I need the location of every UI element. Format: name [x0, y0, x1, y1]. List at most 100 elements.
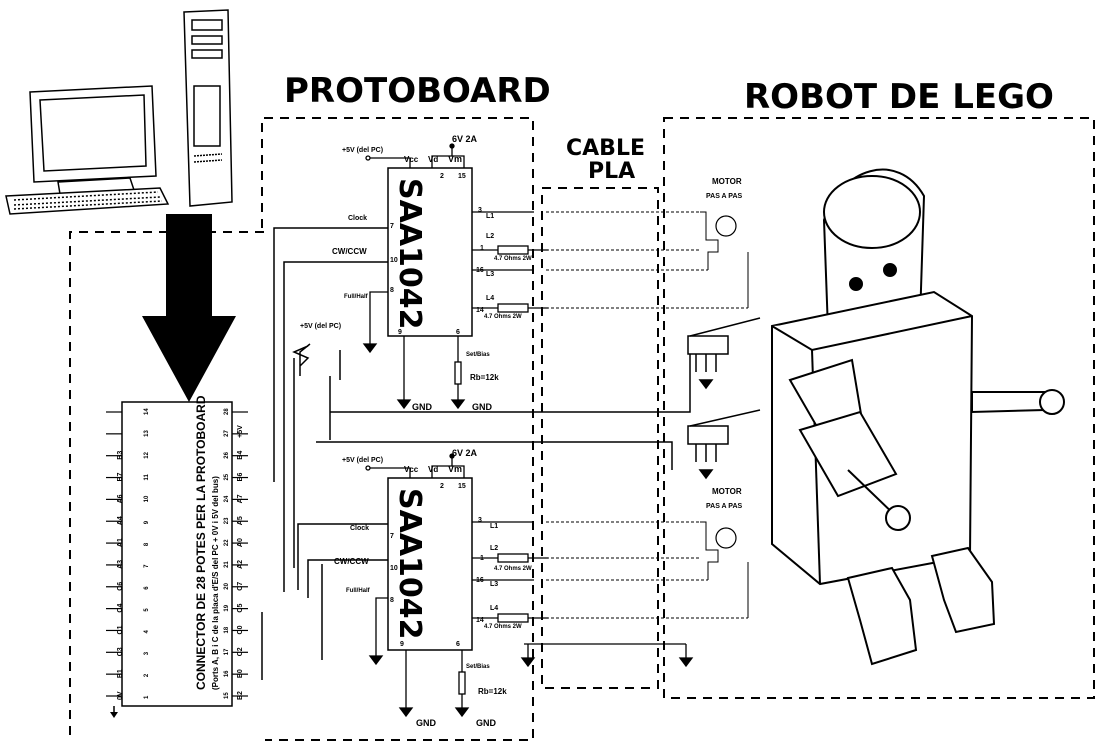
- connector-signal-right: +5V: [237, 425, 244, 438]
- connector-signal-left: C4: [117, 604, 124, 613]
- connector-number-left: 10: [144, 495, 150, 502]
- setbias-label-top: Set/Bias: [466, 352, 490, 358]
- gnd1-label-top: GND: [412, 402, 433, 412]
- l3-label-top: L3: [486, 271, 494, 278]
- setbias-label-bottom: Set/Bias: [466, 664, 490, 670]
- connector-number-left: 14: [144, 408, 150, 415]
- connector-signal-left: A6: [117, 494, 124, 503]
- motor-top-line1: MOTOR: [712, 177, 742, 186]
- connector-frame: [69, 231, 264, 742]
- l1-label-top: L1: [486, 213, 494, 220]
- l1-label-bottom: L1: [490, 523, 498, 530]
- clock-label-bottom: Clock: [350, 525, 369, 532]
- connector-number-left: 5: [144, 608, 150, 612]
- connector-number-right: 15: [224, 692, 230, 699]
- pin-3-bottom: 3: [478, 517, 482, 524]
- plus5-label-bottom: +5V (del PC): [342, 457, 383, 464]
- rb-label-top: Rb=12k: [470, 373, 499, 382]
- vm-label-top: Vm: [448, 154, 462, 164]
- fullhalf-label-top: Full/Half: [344, 294, 369, 300]
- connector-number-right: 22: [224, 539, 230, 546]
- hand-right-icon: [1039, 389, 1065, 415]
- pin-7-bottom: 7: [390, 533, 394, 540]
- wires: [261, 227, 691, 680]
- vm-label-bottom: Vm: [448, 464, 462, 474]
- eye-right-icon: [883, 263, 897, 277]
- pin-3-top: 3: [478, 207, 482, 214]
- cable-lines: [546, 211, 748, 619]
- connector-number-left: 3: [144, 651, 150, 655]
- pin-6-bottom: 6: [456, 641, 460, 648]
- pin-10-bottom: 10: [390, 565, 398, 572]
- supply-label-top: 6V 2A: [452, 134, 478, 144]
- pin-10-top: 10: [390, 257, 398, 264]
- connector-signal-left: C3: [117, 647, 124, 656]
- microswitch-bottom-icon: [687, 409, 761, 480]
- connector-signal-right: C0: [237, 625, 244, 634]
- connector-signal-right: B2: [237, 691, 244, 700]
- tower-pc-icon: [183, 9, 233, 207]
- res1-label-bottom: 4.7 Ohms 2W: [494, 566, 532, 572]
- cwccw-label-bottom: CW/CCW: [334, 557, 369, 566]
- connector-signal-left: C6: [117, 582, 124, 591]
- gnd1-label-bottom: GND: [416, 718, 437, 728]
- motor-bottom-line2: PAS A PAS: [706, 503, 743, 510]
- cable-title-line2: PLA: [588, 159, 635, 184]
- motor-top-line2: PAS A PAS: [706, 193, 743, 200]
- connector-signal-right: A7: [237, 494, 244, 503]
- connector-subtitle: (Ports A, B i C de la placa d'E/S del PC…: [211, 476, 220, 690]
- connector-number-left: 11: [144, 474, 150, 481]
- rb-label-bottom: Rb=12k: [478, 687, 507, 696]
- connector-number-right: 25: [224, 473, 230, 480]
- computer-monitor-icon: [29, 85, 157, 195]
- motor-bottom-line1: MOTOR: [712, 487, 742, 496]
- connector-signal-left: C1: [117, 625, 124, 634]
- pin-2-top: 2: [440, 173, 444, 180]
- connector-number-left: 2: [144, 673, 150, 677]
- pin-15-top: 15: [458, 173, 466, 180]
- lego-robot-illustration: [771, 168, 1065, 666]
- pin-14-top: 14: [476, 307, 484, 314]
- motor-bottom: MOTOR PAS A PAS: [700, 487, 749, 618]
- dashed-frames: [69, 117, 1095, 742]
- pin-8-bottom: 8: [390, 597, 394, 604]
- motor-top: MOTOR PAS A PAS: [700, 177, 749, 308]
- l2-label-bottom: L2: [490, 545, 498, 552]
- connector-number-left: 6: [144, 586, 150, 590]
- connector-signal-right: B4: [237, 451, 244, 460]
- pin-14-bottom: 14: [476, 617, 484, 624]
- pin-7-top: 7: [390, 223, 394, 230]
- connector-signal-right: C5: [237, 604, 244, 613]
- pin-6-top: 6: [456, 329, 460, 336]
- hand-left-icon: [885, 505, 911, 531]
- robot-frame: [663, 117, 1095, 699]
- pin-8-top: 8: [390, 287, 394, 294]
- connector-signal-left: B7: [117, 472, 124, 481]
- fullhalf-label-bottom: Full/Half: [346, 588, 371, 594]
- vcc-label-top: Vcc: [404, 155, 419, 164]
- connector-number-right: 20: [224, 582, 230, 589]
- connector-number-right: 16: [224, 670, 230, 677]
- connector-signal-left: A3: [117, 560, 124, 569]
- res2-label-bottom: 4.7 Ohms 2W: [484, 624, 522, 630]
- chip-label-bottom: SAA1042: [392, 488, 427, 640]
- robot-title: ROBOT DE LEGO: [744, 77, 1054, 117]
- connector-number-left: 13: [144, 430, 150, 437]
- res2-label-top: 4.7 Ohms 2W: [484, 314, 522, 320]
- vd-label-bottom: Vd: [428, 465, 438, 474]
- connector-signal-right: B0: [237, 669, 244, 678]
- driver-bottom: SAA1042 6V 2A +5V (del PC) Vcc Vd Vm 2 1…: [334, 448, 694, 728]
- vd-label-top: Vd: [428, 155, 438, 164]
- pin-9-top: 9: [398, 329, 402, 336]
- big-down-arrow-icon: [142, 214, 236, 402]
- cable-frame: [541, 187, 659, 689]
- connector-number-right: 24: [224, 495, 230, 502]
- connector-number-right: 26: [224, 451, 230, 458]
- connector-signal-right: A2: [237, 560, 244, 569]
- connector-28-pin: CONNECTOR DE 28 POTES PER LA PROTOBOARD …: [106, 395, 248, 718]
- clock-label-top: Clock: [348, 215, 367, 222]
- chip-label-top: SAA1042: [392, 178, 427, 330]
- connector-signal-right: B6: [237, 472, 244, 481]
- connector-signal-left: A4: [117, 516, 124, 525]
